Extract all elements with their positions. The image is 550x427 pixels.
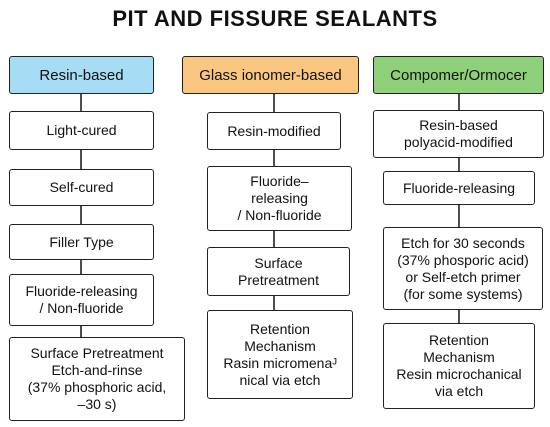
glass-surface-pretreatment-box: Surface Pretreatment bbox=[207, 247, 350, 296]
compomer-ormocer-header: Compomer/Ormocer bbox=[373, 56, 544, 94]
compomer-etch-box: Etch for 30 seconds (37% phosporic acid)… bbox=[383, 227, 543, 310]
diagram-title: PIT AND FISSURE SEALANTS bbox=[112, 6, 438, 31]
glass-ionomer-header: Glass ionomer-based bbox=[182, 56, 359, 94]
resin-light-cured-box: Light-cured bbox=[9, 111, 154, 150]
compomer-retention-mechanism-box: Retention Mechanism Resin microchanical … bbox=[383, 323, 535, 409]
resin-fluoride-box: Fluoride-releasing / Non-fluoride bbox=[9, 274, 154, 326]
glass-retention-mechanism-box: Retention Mechanism Rasin micromenaᴶ nic… bbox=[207, 310, 353, 399]
resin-based-header: Resin-based bbox=[9, 56, 154, 94]
compomer-fluoride-box: Fluoride-releasing bbox=[383, 171, 535, 205]
resin-surface-pretreatment-box: Surface Pretreatment Etch-and-rinse (37%… bbox=[9, 337, 185, 421]
resin-filler-type-box: Filler Type bbox=[9, 224, 154, 260]
glass-fluoride-box: Fluoride– releasing / Non-fluoride bbox=[207, 166, 352, 231]
resin-self-cured-box: Self-cured bbox=[9, 169, 154, 206]
compomer-polyacid-box: Resin-based polyacid-modified bbox=[373, 110, 544, 158]
glass-resin-modified-box: Resin-modified bbox=[207, 112, 341, 150]
